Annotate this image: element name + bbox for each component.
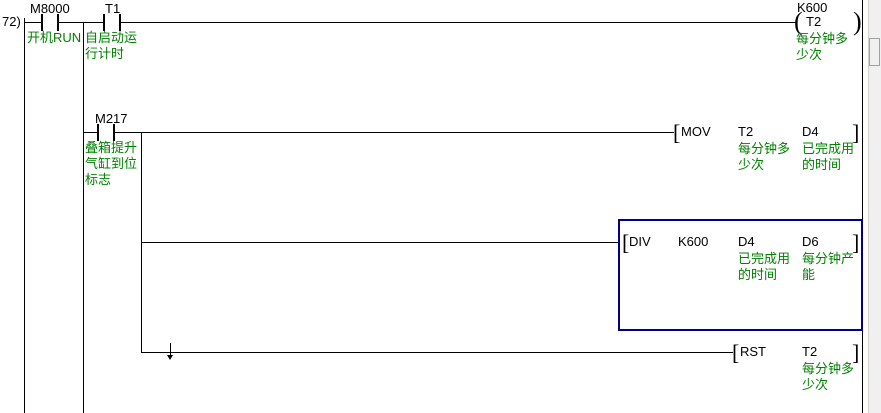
- contact-bar-left: [97, 124, 99, 141]
- contact-t1-label: T1: [105, 1, 121, 16]
- branch-mov-operand-0[interactable]: T2: [738, 124, 754, 139]
- rung1-wire-left: [24, 22, 41, 23]
- branch-rst-operand-0[interactable]: T2: [802, 344, 818, 359]
- contact-bar-left: [41, 14, 43, 31]
- contact-bar-left: [103, 14, 105, 31]
- rung-number: 72): [2, 14, 21, 29]
- branch-mov-wire: [141, 132, 674, 133]
- branch-div-operand-2-comment: 每分钟产 能: [802, 251, 855, 282]
- branch-div-close-bracket: ]: [852, 230, 860, 255]
- contact-m8000[interactable]: [41, 14, 59, 31]
- right-power-rail: [862, 0, 863, 413]
- left-power-rail: [24, 18, 25, 413]
- rung1-branch-divider-a: [83, 22, 84, 413]
- contact-m217[interactable]: [97, 124, 115, 141]
- rung2-wire-after-contact: [115, 132, 141, 133]
- branch-mov-operand-1-comment: 已完成用 的时间: [802, 141, 855, 172]
- branch-div-open-bracket: [: [622, 230, 630, 255]
- contact-m8000-label: M8000: [30, 1, 70, 16]
- contact-t1[interactable]: [103, 14, 121, 31]
- branch-div-operand-2[interactable]: D6: [802, 234, 819, 249]
- vertical-scrollbar[interactable]: [868, 0, 881, 413]
- vertical-scrollbar-thumb[interactable]: [869, 38, 880, 66]
- edit-caret: [170, 343, 171, 357]
- branch-mov-close-bracket: ]: [852, 120, 860, 145]
- branch-rst-open-bracket: [: [732, 340, 740, 365]
- branch-mov-open-bracket: [: [673, 120, 681, 145]
- branch-mov-operand-0-comment: 每分钟多 少次: [738, 141, 791, 172]
- branch-mov-instruction[interactable]: MOV: [681, 124, 711, 139]
- contact-bar-right: [113, 124, 115, 141]
- branch-rst-close-bracket: ]: [852, 340, 860, 365]
- branch-div-operand-1-comment: 已完成用 的时间: [738, 251, 791, 282]
- coil-t2-preset[interactable]: K600: [797, 0, 828, 15]
- contact-bar-right: [57, 14, 59, 31]
- branch-div-operand-1[interactable]: D4: [738, 234, 755, 249]
- branch-rst-instruction[interactable]: RST: [740, 344, 766, 359]
- contact-m217-comment: 叠箱提升 气缸到位 标志: [85, 140, 138, 187]
- coil-t2-device[interactable]: T2: [806, 14, 822, 29]
- selection-highlight-box[interactable]: [618, 219, 863, 331]
- rung2-wire-to-contact: [83, 132, 97, 133]
- rung-number-text: 72): [2, 14, 21, 29]
- branch-div-wire: [141, 242, 619, 243]
- branch-rst-operand-0-comment: 每分钟多 少次: [802, 361, 855, 392]
- coil-t2-open-paren: (: [794, 7, 803, 36]
- contact-m217-label: M217: [95, 111, 128, 126]
- edit-caret-arrow-icon: [167, 355, 173, 360]
- rung1-wire-mid: [59, 22, 103, 23]
- contact-bar-right: [119, 14, 121, 31]
- branch-mov-operand-1[interactable]: D4: [802, 124, 819, 139]
- rung1-wire-right: [121, 22, 797, 23]
- branch-div-operand-0[interactable]: K600: [678, 234, 709, 249]
- coil-t2-comment: 每分钟多 少次: [796, 31, 849, 62]
- contact-m8000-comment: 开机RUN: [27, 30, 82, 45]
- contact-t1-comment: 自启动运 行计时: [85, 30, 138, 61]
- branch-rst-wire: [141, 352, 733, 353]
- coil-t2-close-paren: ): [853, 7, 862, 36]
- branch-div-instruction[interactable]: DIV: [629, 234, 651, 249]
